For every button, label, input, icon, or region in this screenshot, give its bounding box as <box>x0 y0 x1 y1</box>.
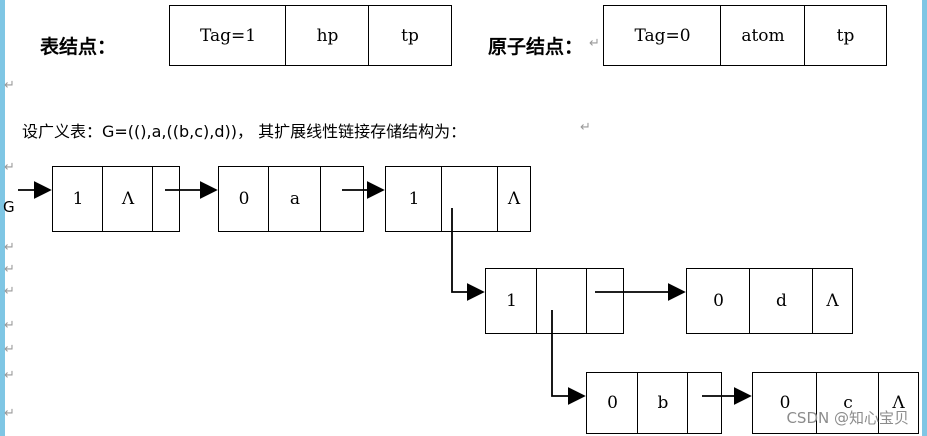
paragraph-mark-icon: ↵ <box>580 120 591 135</box>
legend-atom-field-atom: atom <box>720 5 806 66</box>
node1-tag-cell: 1 <box>52 166 104 232</box>
node4-tp-cell <box>586 268 624 334</box>
paragraph-mark-icon: ↵ <box>4 406 15 421</box>
table-node-label: 表结点： <box>40 36 117 58</box>
paragraph-mark-icon: ↵ <box>4 284 15 299</box>
node2-atom-cell: a <box>268 166 322 232</box>
left-accent-bar <box>0 0 5 436</box>
legend-table-field-tp: tp <box>368 5 452 66</box>
legend-atom-field-tag: Tag=0 <box>603 5 722 66</box>
node3-tp-null-cell: Λ <box>497 166 531 232</box>
node6-atom-cell: b <box>637 372 689 434</box>
node5-tag-cell: 0 <box>686 268 751 334</box>
node1-tp-cell <box>152 166 180 232</box>
paragraph-mark-icon: ↵ <box>4 240 15 255</box>
node2-tp-cell <box>320 166 364 232</box>
paragraph-mark-icon: ↵ <box>589 36 600 51</box>
node5-tp-null-cell: Λ <box>812 268 853 334</box>
node3-hp-to-node4-arrow <box>451 208 485 301</box>
atom-node-label: 原子结点： <box>488 36 584 58</box>
node4-hp-to-node6-arrow <box>551 310 586 405</box>
paragraph-mark-icon: ↵ <box>4 342 15 357</box>
node7-tp-null-cell: Λ <box>878 372 919 434</box>
legend-table-field-hp: hp <box>285 5 370 66</box>
paragraph-mark-icon: ↵ <box>4 368 15 383</box>
node3-hp-cell <box>441 166 499 232</box>
right-accent-bar <box>922 0 927 436</box>
legend-table-field-tag: Tag=1 <box>169 5 287 66</box>
node6-tag-cell: 0 <box>586 372 639 434</box>
node7-atom-cell: c <box>816 372 880 434</box>
paragraph-mark-icon: ↵ <box>4 78 15 93</box>
node4-hp-cell <box>536 268 588 334</box>
watermark: CSDN @知心宝贝 <box>786 409 909 427</box>
head-pointer-label: G <box>3 198 15 216</box>
node6-tp-cell <box>687 372 722 434</box>
paragraph-mark-icon: ↵ <box>4 160 15 175</box>
node1-hp-null-cell: Λ <box>102 166 154 232</box>
description-text: 设广义表：G=((),a,((b,c),d))， 其扩展线性链接存储结构为： <box>22 122 467 141</box>
node4-tag-cell: 1 <box>485 268 538 334</box>
paragraph-mark-icon: ↵ <box>4 262 15 277</box>
paragraph-mark-icon: ↵ <box>4 318 15 333</box>
node7-tag-cell: 0 <box>752 372 818 434</box>
legend-atom-field-tp: tp <box>804 5 887 66</box>
